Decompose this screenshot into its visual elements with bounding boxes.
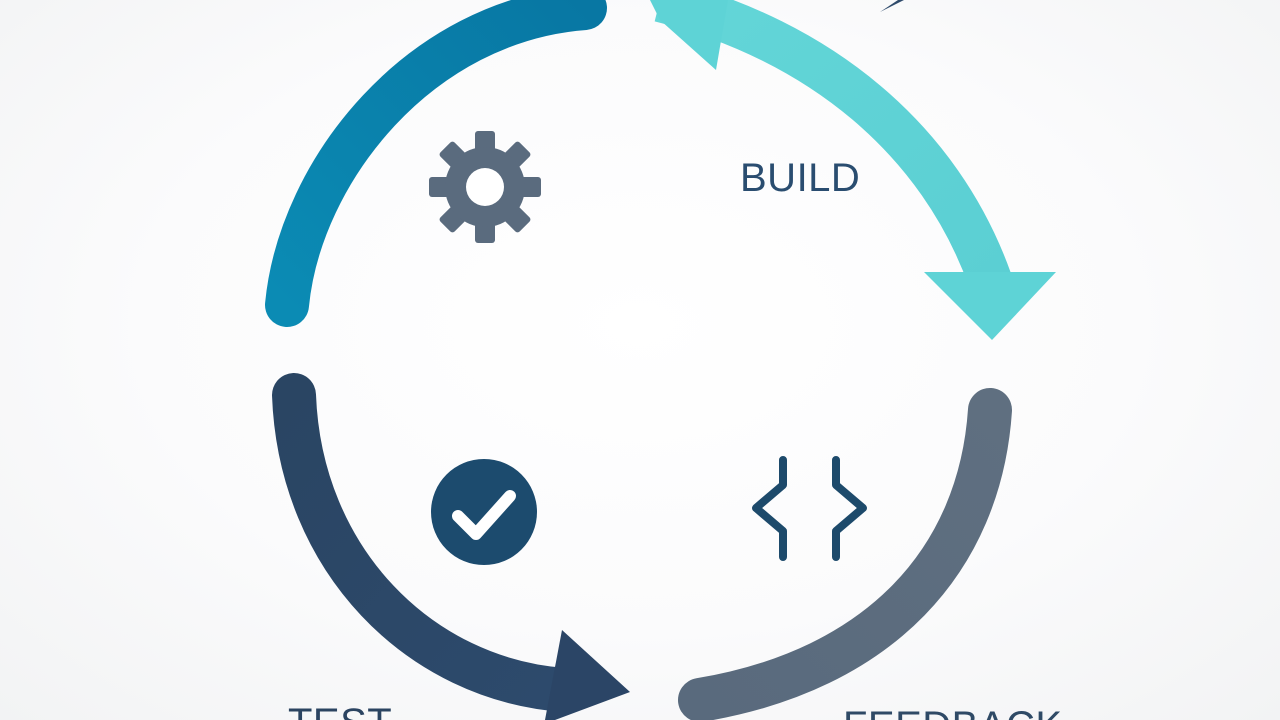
arc-top-right-arrowhead: [924, 272, 1056, 340]
arc-top-left: [265, 0, 607, 327]
top-right-mark: [880, 0, 904, 12]
arc-top-right: [650, 0, 1056, 340]
arc-bottom-right: [678, 388, 1012, 720]
arc-bottom-left-arrowhead: [545, 630, 630, 720]
feedback-label: FEEDBACK: [843, 700, 1063, 720]
arc-bottom-left: [272, 373, 630, 720]
code-brackets-icon: [752, 456, 867, 561]
build-label: BUILD: [740, 156, 861, 200]
gear-icon: [429, 131, 541, 243]
check-circle-icon: [431, 459, 537, 565]
test-label: TEST: [288, 697, 392, 720]
